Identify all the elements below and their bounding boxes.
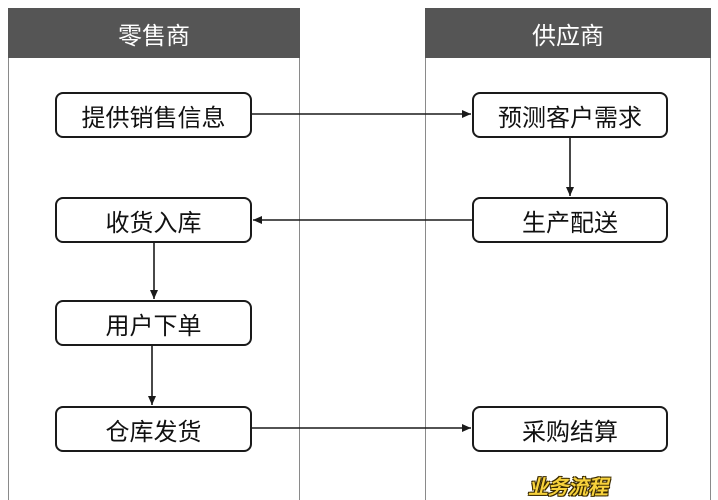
step-warehouse-ship: 仓库发货 (55, 406, 252, 452)
supplier-lane-header: 供应商 (425, 8, 711, 58)
diagram-caption: 业务流程 (528, 474, 608, 499)
step-receive-stock: 收货入库 (55, 197, 252, 243)
step-user-order: 用户下单 (55, 300, 252, 346)
step-forecast-demand: 预测客户需求 (472, 92, 668, 138)
step-produce-delivery: 生产配送 (472, 197, 668, 243)
step-purchase-settlement: 采购结算 (472, 406, 668, 452)
step-provide-sales-info: 提供销售信息 (55, 92, 252, 138)
retailer-lane-header: 零售商 (8, 8, 300, 58)
